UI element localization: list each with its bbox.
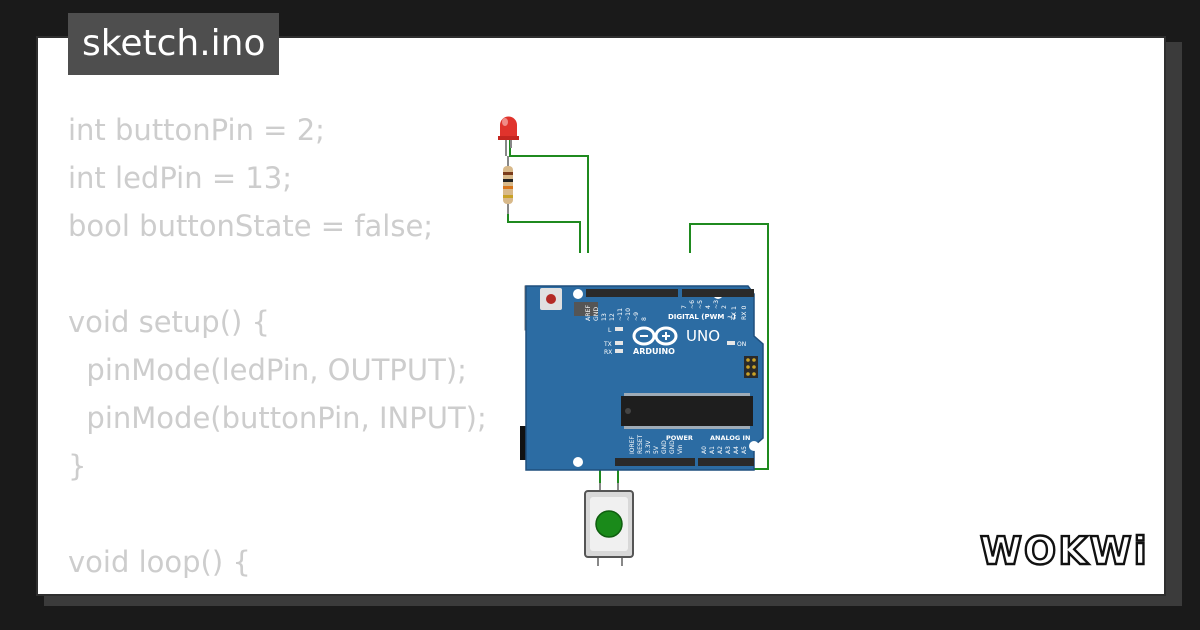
code-line-10: void loop() { xyxy=(68,545,251,579)
code-line-2: int ledPin = 13; xyxy=(68,161,293,195)
code-line-1: int buttonPin = 2; xyxy=(68,113,325,147)
resistor[interactable] xyxy=(503,156,513,214)
pin-label: A0 xyxy=(701,446,708,454)
pin-label: 12 xyxy=(609,313,616,321)
code-line-7: pinMode(buttonPin, INPUT); xyxy=(68,401,487,435)
pin-label: RESET xyxy=(637,434,644,454)
arduino-uno-board[interactable]: AREF GND 13 12 ~11 ~10 ~9 8 7 ~6 ~5 4 ~3… xyxy=(520,285,764,471)
board-model: UNO xyxy=(686,327,720,345)
pin-label: ~11 xyxy=(617,308,624,321)
wokwi-logo: WOKWi xyxy=(979,528,1149,574)
wire-pin2-to-button xyxy=(617,223,769,483)
code-line-3: bool buttonState = false; xyxy=(68,209,434,243)
pin-label: 2 xyxy=(721,305,728,309)
pin-label: 8 xyxy=(641,317,648,321)
code-line-11: buttonState = digitalRead(buttonPin); xyxy=(68,586,636,594)
pin-label: ~5 xyxy=(697,300,704,309)
power-pin-labels: IOREF RESET 3.3V 5V GND GND Vin xyxy=(629,434,684,454)
pin-label: 5V xyxy=(653,445,660,454)
pin-label: GND xyxy=(661,440,668,454)
pin-label: 13 xyxy=(601,313,608,321)
rx-label: RX xyxy=(604,349,612,356)
power-label: POWER xyxy=(666,434,693,442)
wire-resistor-to-pin13 xyxy=(507,213,581,253)
pin-label: AREF xyxy=(585,305,592,321)
analog-pin-labels: A0 A1 A2 A3 A4 A5 xyxy=(701,446,748,454)
pin-label: 7 xyxy=(681,305,688,309)
code-line-8: } xyxy=(68,449,87,483)
pin-label: IOREF xyxy=(629,436,636,454)
circuit-diagram: AREF GND 13 12 ~11 ~10 ~9 8 7 ~6 ~5 4 ~3… xyxy=(498,116,769,566)
top-pin-labels: AREF GND 13 12 ~11 ~10 ~9 8 7 ~6 ~5 4 ~3… xyxy=(585,300,748,321)
wire-led-to-gnd xyxy=(509,136,589,253)
pin-label: A5 xyxy=(741,446,748,454)
file-title: sketch.ino xyxy=(68,13,280,75)
pin-label: 3.3V xyxy=(645,439,652,454)
pin-label: ~9 xyxy=(633,312,640,321)
pin-label: A4 xyxy=(733,446,740,454)
pin-label: TX 1 xyxy=(731,306,738,321)
pin-label: A3 xyxy=(725,446,732,454)
pin-label: ~3 xyxy=(713,300,720,309)
pushbutton-green[interactable] xyxy=(584,483,634,566)
led-red[interactable] xyxy=(498,116,519,157)
board-brand: ARDUINO xyxy=(633,347,675,356)
pin-label: ~10 xyxy=(625,308,632,321)
digital-label: DIGITAL (PWM ~) xyxy=(668,313,736,321)
code-line-6: pinMode(ledPin, OUTPUT); xyxy=(68,353,467,387)
microcontroller-chip xyxy=(621,393,753,429)
arduino-logo-icon xyxy=(632,326,678,346)
code-preview: int buttonPin = 2; int ledPin = 13; bool b… xyxy=(68,106,636,594)
pin-label: A1 xyxy=(709,446,716,454)
pin-label: GND xyxy=(593,307,600,321)
pin-label: A2 xyxy=(717,446,724,454)
pin-label: ~6 xyxy=(689,300,696,309)
code-line-5: void setup() { xyxy=(68,305,270,339)
pin-label: 4 xyxy=(705,305,712,309)
wokwi-logo-text: WOKWi xyxy=(980,529,1149,573)
pin-label: GND xyxy=(669,440,676,454)
pin-label: Vin xyxy=(677,444,684,454)
analog-label: ANALOG IN xyxy=(710,434,750,442)
preview-card: int buttonPin = 2; int ledPin = 13; bool b… xyxy=(36,36,1166,596)
l-label: L xyxy=(608,327,612,334)
on-label: ON xyxy=(737,341,746,348)
tx-label: TX xyxy=(603,341,612,348)
pin-label: RX 0 xyxy=(741,305,748,320)
